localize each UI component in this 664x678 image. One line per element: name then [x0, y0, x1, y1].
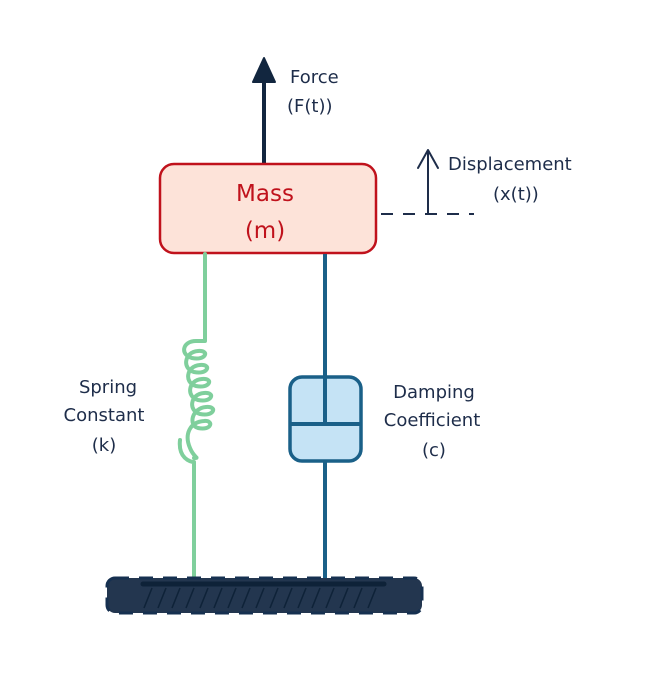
- force-arrow: [252, 57, 276, 166]
- hatch-line: [367, 587, 377, 609]
- hatch-line: [171, 587, 181, 609]
- displacement-indicator: [381, 149, 474, 215]
- spring: [177, 252, 216, 580]
- displacement-label-line2: (x(t)): [493, 184, 539, 205]
- damper-label-line3: (c): [422, 440, 446, 461]
- damper-label-line2: Coefficient: [384, 410, 481, 431]
- mass-label-line2: (m): [245, 218, 285, 244]
- hatch-line: [297, 587, 307, 609]
- hatch-line: [157, 587, 167, 609]
- hatch-line: [199, 587, 209, 609]
- spring-label-line2: Constant: [64, 405, 145, 426]
- damper: [288, 254, 363, 578]
- hatch-line: [143, 587, 153, 609]
- ground: [105, 576, 424, 615]
- spring-label-line1: Spring: [79, 377, 137, 398]
- hatch-line: [283, 587, 293, 609]
- hatch-line: [185, 587, 195, 609]
- hatch-line: [227, 587, 237, 609]
- hatch-line: [213, 587, 223, 609]
- force-label-line1: Force: [290, 67, 339, 88]
- spring-label-line3: (k): [92, 435, 116, 456]
- damper-label-line1: Damping: [393, 382, 475, 403]
- displacement-label-line1: Displacement: [448, 154, 572, 175]
- hatch-line: [325, 587, 335, 609]
- mass-block: [158, 162, 378, 255]
- hatch-line: [353, 587, 363, 609]
- ground-hatching: [143, 587, 377, 609]
- hatch-line: [311, 587, 321, 609]
- hatch-line: [255, 587, 265, 609]
- force-label-line2: (F(t)): [287, 96, 333, 117]
- hatch-line: [241, 587, 251, 609]
- mass-label-line1: Mass: [236, 181, 294, 207]
- hatch-line: [339, 587, 349, 609]
- hatch-line: [269, 587, 279, 609]
